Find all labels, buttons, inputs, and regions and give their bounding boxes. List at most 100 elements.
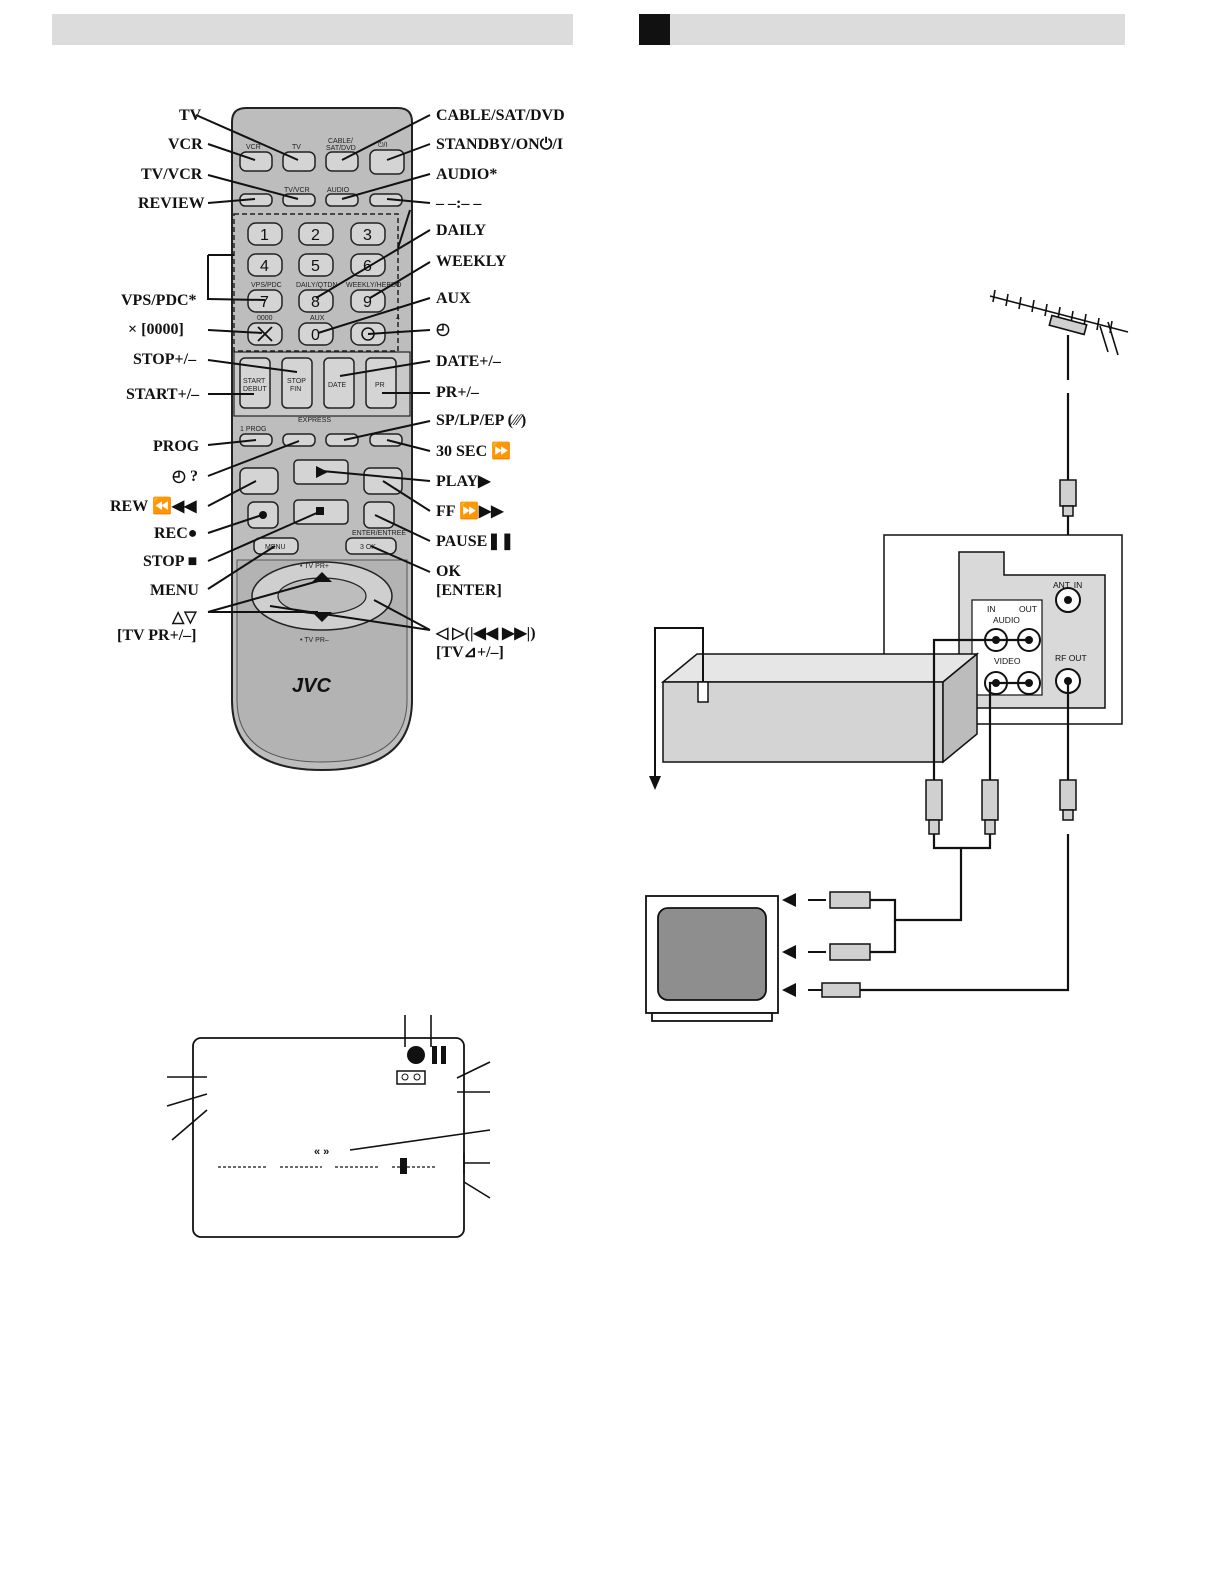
osd-leader-lines	[166, 1015, 491, 1199]
audio-jack-label: AUDIO	[993, 615, 1020, 625]
label-play: PLAY▶	[436, 473, 491, 490]
key-5-label: 5	[311, 258, 320, 275]
key-0[interactable]	[298, 322, 334, 346]
remote-right-labels: CABLE/SAT/DVD STANDBY/ON⏻/I AUDIO* – –:–…	[435, 107, 565, 661]
label-weekly: WEEKLY	[436, 253, 507, 270]
label-rec: REC●	[154, 525, 197, 542]
label-enter: [ENTER]	[436, 582, 502, 599]
out-label: OUT	[1019, 604, 1037, 614]
key-9[interactable]	[350, 289, 386, 313]
antenna-plug	[1059, 479, 1077, 517]
label-ff: FF ⏩▶▶	[436, 501, 504, 520]
key-1[interactable]	[247, 222, 283, 246]
key-0-label: 0	[311, 327, 320, 344]
standby-button[interactable]	[369, 149, 405, 175]
rec-icon	[259, 511, 267, 519]
search-speed-icon: « »	[314, 1146, 329, 1158]
key-2-label: 2	[311, 227, 320, 244]
key-4[interactable]	[247, 253, 283, 277]
rew-button[interactable]	[239, 467, 279, 495]
key-1-label: 1	[260, 227, 269, 244]
cassette-reel-icon	[401, 1073, 409, 1081]
30sec-button[interactable]	[369, 433, 403, 447]
section-marker	[639, 14, 670, 45]
label-pause: PAUSE❚❚	[436, 533, 514, 551]
television-icon	[645, 895, 779, 1022]
label-updown: △▽	[171, 609, 197, 626]
label-menu: MENU	[150, 582, 199, 599]
remote-control: VCR TV CABLE/ SAT/DVD ⏻/I TV/VCR AUDIO 1…	[231, 107, 413, 772]
label-date: DATE+/–	[436, 353, 502, 370]
tape-position-marker	[400, 1158, 407, 1174]
pause-indicator-icon	[432, 1046, 437, 1064]
key-8-label: 8	[311, 294, 320, 311]
left-header-bar	[52, 14, 573, 45]
cable-small-label-2: SAT/DVD	[326, 145, 356, 152]
zeros-small-label: 0000	[257, 315, 273, 322]
jvc-logo: JVC	[292, 675, 331, 697]
cassette-reel-icon-2	[413, 1073, 421, 1081]
ant-in-label: ANT. IN	[1053, 580, 1082, 590]
cable-small-label: CABLE/	[328, 138, 353, 145]
label-stop-pm: STOP+/–	[133, 351, 197, 368]
label-tv-pr: [TV PR+/–]	[117, 627, 196, 644]
key-7[interactable]	[247, 289, 283, 313]
label-leftright: ◁ ▷(|◀◀ ▶▶|)	[435, 625, 536, 642]
weekly-small-label: WEEKLY/HEBDO	[346, 282, 402, 289]
label-vps-pdc: VPS/PDC*	[121, 292, 197, 309]
daily-small-label: DAILY/QTDN	[296, 282, 338, 289]
tvpr-minus-small-label: • TV PR–	[300, 637, 329, 644]
keypad-dashed-frame	[233, 213, 399, 352]
key-2[interactable]	[298, 222, 334, 246]
date-button[interactable]	[323, 357, 355, 409]
label-tv-vcr: TV/VCR	[141, 166, 203, 183]
cassette-icon	[396, 1070, 426, 1085]
in-label: IN	[987, 604, 996, 614]
key-8[interactable]	[298, 289, 334, 313]
sp-lp-ep-button[interactable]	[325, 433, 359, 447]
label-prog: PROG	[153, 438, 200, 455]
label-stop: STOP ■	[143, 553, 197, 570]
power-cord-arrow-icon	[649, 776, 661, 790]
key-9-label: 9	[363, 294, 372, 311]
key-7-label: 7	[260, 294, 269, 311]
top-buttons	[239, 149, 405, 207]
power-plug-icon	[697, 681, 709, 703]
stop-icon	[316, 507, 324, 515]
label-cancel: × [0000]	[128, 321, 184, 338]
start-small-label: START	[243, 378, 266, 385]
on-screen-display: « »	[166, 1015, 491, 1238]
vcr-button[interactable]	[239, 151, 273, 172]
key-3[interactable]	[350, 222, 386, 246]
power-cord	[654, 627, 704, 786]
label-30sec: 30 SEC ⏩	[436, 441, 511, 460]
date-small-label: DATE	[328, 382, 346, 389]
osd-frame	[192, 1037, 465, 1238]
label-timer-q: ◴ ?	[172, 468, 198, 485]
label-standby: STANDBY/ON⏻/I	[436, 136, 563, 153]
label-rew: REW ⏪◀◀	[110, 496, 197, 515]
pause-button[interactable]	[363, 501, 395, 529]
connection-diagram: ANT. IN RF OUT IN OUT AUDIO VIDEO	[645, 289, 1129, 1022]
tv-small-label: TV	[292, 144, 301, 151]
key-6[interactable]	[350, 253, 386, 277]
start-button[interactable]	[239, 357, 271, 409]
audio-small-label: AUDIO	[327, 187, 350, 194]
standby-small-label: ⏻/I	[378, 141, 387, 149]
label-review: REVIEW	[138, 195, 205, 212]
label-pr: PR+/–	[436, 384, 480, 401]
key-5[interactable]	[298, 253, 334, 277]
label-splp: SP/LP/EP (∕∕∕)	[436, 412, 526, 429]
timer-check-button[interactable]	[282, 433, 316, 447]
key-4-label: 4	[260, 258, 269, 275]
tvpr-plus-small-label: • TV PR+	[300, 563, 329, 570]
tv-input-arrows	[782, 893, 826, 997]
menu-button[interactable]	[253, 537, 299, 555]
vcr-small-label: VCR	[246, 144, 261, 151]
express-small-label: EXPRESS	[298, 417, 331, 424]
label-dashes: – –:– –	[435, 195, 482, 212]
label-start-pm: START+/–	[126, 386, 200, 403]
remote-left-labels: TV VCR TV/VCR REVIEW VPS/PDC* × [0000] S…	[110, 107, 205, 644]
debut-small-label: DEBUT	[243, 386, 267, 393]
